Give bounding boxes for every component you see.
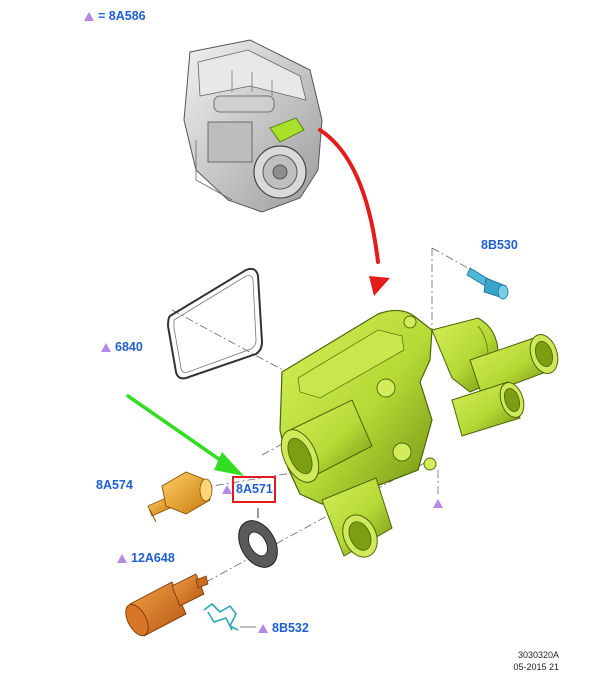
legend-triangle-icon bbox=[84, 12, 94, 21]
callout-temp-sensor-label: 12A648 bbox=[131, 551, 175, 565]
footer-code: 3030320A bbox=[517, 650, 559, 660]
temp-sensor-12a648 bbox=[125, 573, 209, 637]
seal-triangle-icon bbox=[222, 485, 232, 494]
callout-temp-sensor[interactable]: 12A648 bbox=[117, 551, 175, 565]
callout-seal[interactable]: 8A571 bbox=[222, 482, 273, 496]
gasket-6840 bbox=[166, 267, 264, 380]
legend-text: = 8A586 bbox=[98, 9, 146, 23]
clip-triangle-icon bbox=[258, 624, 268, 633]
red-arrow-head bbox=[369, 276, 390, 296]
seal-highlight-box bbox=[232, 476, 276, 503]
callout-seal-label: 8A571 bbox=[236, 482, 273, 496]
housing-triangle-marker bbox=[433, 499, 443, 508]
green-location-arrow bbox=[126, 394, 228, 466]
callout-sensor[interactable]: 8A574 bbox=[96, 478, 133, 492]
callout-bolt[interactable]: 8B530 bbox=[481, 238, 518, 252]
legend: = 8A586 bbox=[84, 9, 146, 23]
footer-date: 05-2015 21 bbox=[513, 662, 559, 672]
green-arrow-head bbox=[214, 452, 244, 476]
callout-clip[interactable]: 8B532 bbox=[258, 621, 309, 635]
callout-clip-label: 8B532 bbox=[272, 621, 309, 635]
engine-illustration bbox=[183, 39, 323, 213]
gasket-triangle-icon bbox=[101, 343, 111, 352]
callout-gasket-label: 6840 bbox=[115, 340, 143, 354]
red-location-arrow bbox=[318, 128, 380, 264]
sensor-8a574 bbox=[147, 471, 213, 523]
engine-thermostat-highlight bbox=[269, 117, 305, 143]
footer: 3030320A 05-2015 21 bbox=[513, 649, 559, 673]
thermostat-housing bbox=[279, 309, 559, 558]
clip-8b532 bbox=[203, 603, 239, 631]
temp-sensor-triangle-icon bbox=[117, 554, 127, 563]
bolt-8b530 bbox=[466, 267, 509, 300]
seal-ring-8a571 bbox=[238, 508, 278, 568]
callout-gasket[interactable]: 6840 bbox=[101, 340, 143, 354]
